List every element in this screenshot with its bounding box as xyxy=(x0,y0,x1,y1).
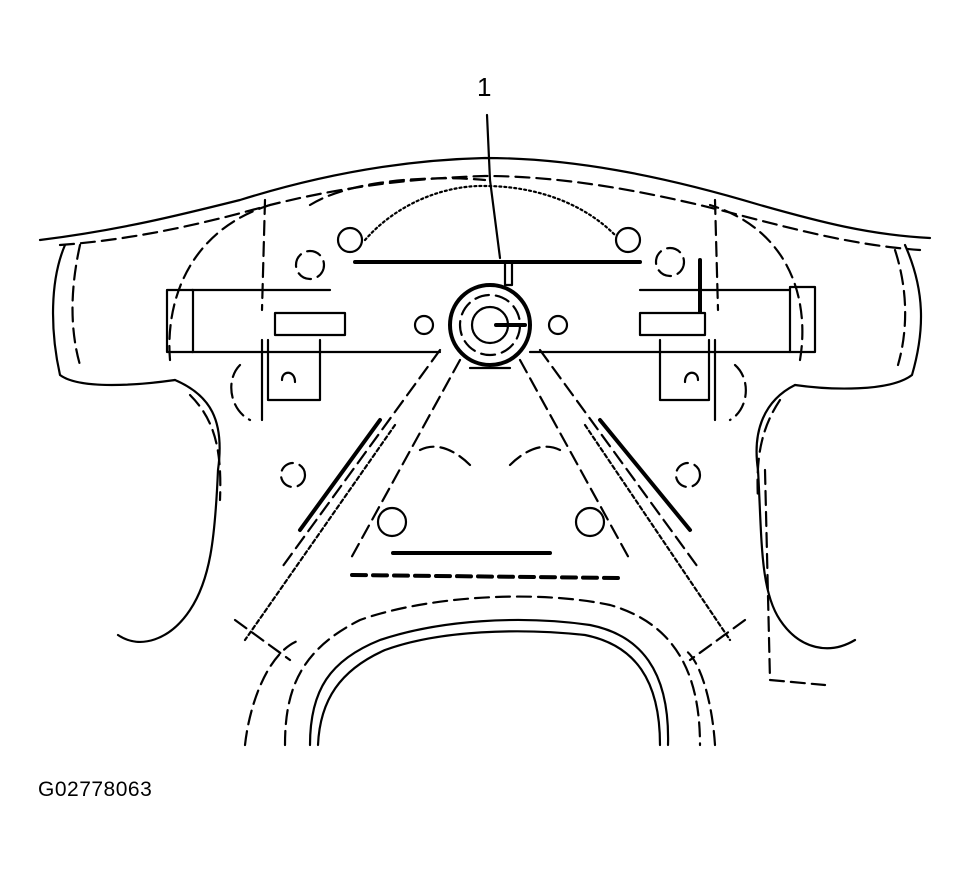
figure-id-label: G02778063 xyxy=(38,778,153,801)
center-hub xyxy=(413,260,569,370)
airbag-module-outline xyxy=(168,177,804,362)
side-brackets xyxy=(230,338,747,422)
wheel-rim-outline xyxy=(38,156,932,747)
diagonal-arms xyxy=(233,348,747,662)
callout-number: 1 xyxy=(477,72,492,102)
upper-nuts xyxy=(294,226,686,281)
callout-1-leader xyxy=(485,113,502,260)
